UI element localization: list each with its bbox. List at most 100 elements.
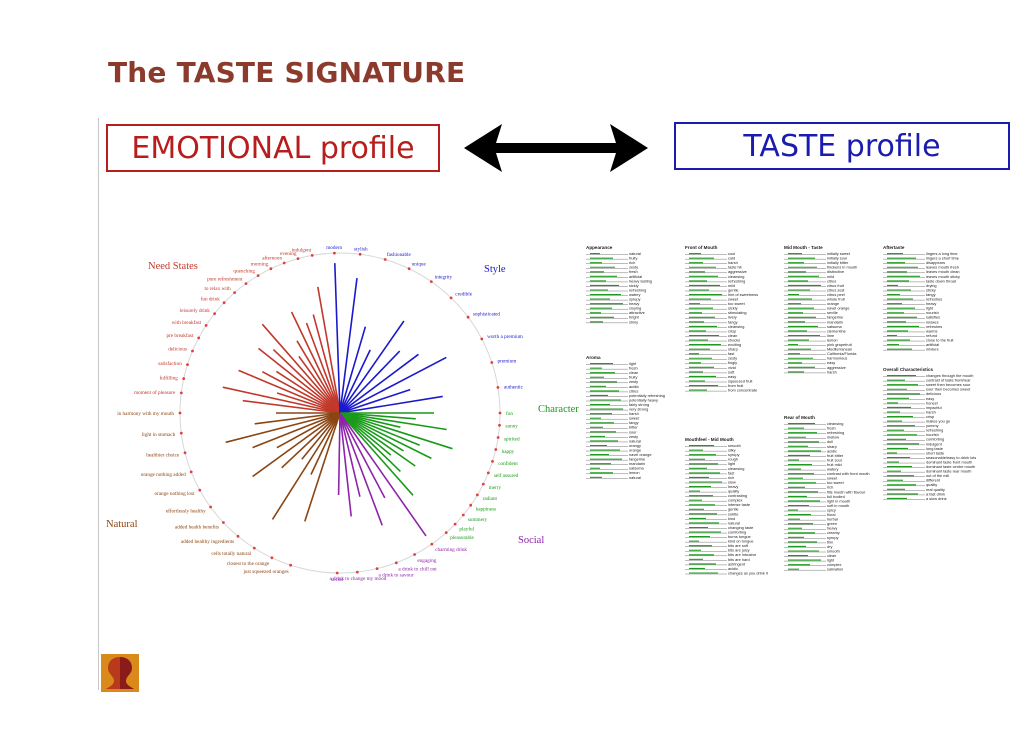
taste-row-label: crisp bbox=[728, 328, 736, 333]
wheel-dot bbox=[466, 315, 470, 319]
wheel-dot bbox=[496, 436, 500, 439]
taste-row-label: refund bbox=[926, 333, 937, 338]
wheel-ray bbox=[339, 353, 419, 414]
wheel-quadrant-label: Need States bbox=[148, 261, 198, 272]
wheel-dot bbox=[222, 301, 226, 305]
taste-row-label: mixture bbox=[926, 347, 939, 352]
wheel-ray bbox=[222, 386, 341, 414]
wheel-ray bbox=[258, 347, 341, 414]
wheel-dot bbox=[491, 460, 494, 463]
wheel-dot bbox=[204, 324, 208, 327]
taste-row-label: contrast with front mouth bbox=[827, 471, 870, 476]
wheel-label: delicious bbox=[168, 347, 187, 353]
wheel-ray bbox=[254, 412, 341, 425]
wheel-ray bbox=[339, 412, 401, 472]
taste-row-label: smooth bbox=[827, 548, 840, 553]
taste-section-header: Rear of Mouth bbox=[784, 415, 815, 420]
taste-row-label: mild bbox=[827, 274, 834, 279]
taste-row-label: fruity bbox=[629, 375, 637, 380]
taste-row-label: contrast of taste front/rear bbox=[926, 378, 971, 383]
wheel-ray bbox=[281, 412, 341, 469]
taste-row-label: a fast drink bbox=[926, 491, 945, 496]
wheel-ray bbox=[304, 412, 341, 522]
taste-row-label: dull bbox=[827, 439, 833, 444]
taste-row-label: satsuma bbox=[827, 324, 843, 329]
wheel-label: added health benefits bbox=[175, 524, 219, 531]
taste-row-label: bright bbox=[629, 315, 640, 320]
taste-row-label: cleansing bbox=[728, 466, 744, 471]
taste-section-header: Mid Mouth - Taste bbox=[784, 245, 823, 250]
wheel-ray bbox=[339, 412, 416, 420]
wheel-label: healthier choice bbox=[146, 452, 180, 458]
taste-row-label: mandarin bbox=[629, 461, 645, 466]
taste-row-label: nourish bbox=[926, 310, 939, 315]
wheel-dot bbox=[296, 257, 300, 260]
taste-row-label: sour bbox=[629, 429, 637, 434]
taste-row-label: floral bbox=[827, 512, 836, 517]
wheel-dot bbox=[222, 521, 225, 524]
taste-row-label: sickly bbox=[629, 283, 639, 288]
wheel-ray bbox=[339, 412, 361, 497]
wheel-ray bbox=[339, 412, 420, 446]
taste-row-label: bits are soft bbox=[728, 543, 749, 548]
taste-row-label: rich bbox=[728, 475, 734, 480]
wheel-ray bbox=[261, 370, 341, 414]
wheel-label: fashionable bbox=[387, 251, 412, 258]
taste-row-label: zesty bbox=[629, 379, 638, 384]
taste-row-label: relaxes bbox=[926, 319, 939, 324]
taste-row-label: sweet bbox=[827, 476, 838, 481]
wheel-dot bbox=[383, 258, 387, 261]
taste-row-label: gentle bbox=[728, 287, 739, 292]
wheel-ray bbox=[339, 412, 427, 537]
taste-row-label: artificial bbox=[629, 274, 642, 279]
wheel-ray bbox=[339, 320, 405, 414]
wheel-dot bbox=[461, 513, 465, 517]
wheel-dot bbox=[481, 482, 485, 486]
taste-row-label: pink grapefruit bbox=[827, 342, 853, 347]
taste-row-label: from concentrate bbox=[728, 388, 757, 393]
wheel-ray bbox=[339, 356, 447, 414]
wheel-label: happy bbox=[502, 449, 515, 455]
taste-row-label: crisp bbox=[926, 414, 934, 419]
taste-row-label: hint of sweetness bbox=[728, 292, 758, 297]
wheel-dot bbox=[213, 312, 216, 315]
wheel-dot bbox=[449, 296, 453, 300]
wheel-label: light in stomach bbox=[142, 432, 176, 438]
taste-row-label: full bodied bbox=[827, 494, 845, 499]
taste-row-label: out of the mill bbox=[926, 473, 949, 478]
wheel-label: moment of pleasure bbox=[134, 389, 176, 396]
wheel-label: with breakfast bbox=[172, 319, 202, 326]
taste-row-label: harsh bbox=[629, 411, 639, 416]
taste-row-label: heavy bbox=[827, 526, 837, 531]
wheel-label: a drink to savour bbox=[379, 573, 414, 579]
taste-row-label: navel orange bbox=[629, 452, 652, 457]
wheel-label: summery bbox=[468, 517, 488, 523]
taste-row-label: aggressive bbox=[728, 269, 747, 274]
taste-row-label: refreshing bbox=[728, 278, 745, 283]
taste-row-label: light bbox=[728, 461, 736, 466]
wheel-quadrant-label: Natural bbox=[106, 519, 138, 530]
wheel-dot bbox=[469, 503, 473, 507]
wheel-dot bbox=[282, 261, 286, 265]
taste-row-label: citrus bbox=[629, 388, 638, 393]
taste-row-label: citrus bbox=[827, 278, 836, 283]
taste-row-label: initially sweet bbox=[827, 251, 851, 256]
wheel-dot bbox=[270, 556, 274, 560]
taste-row-label: green bbox=[827, 521, 837, 526]
wheel-label: sophisticated bbox=[473, 312, 500, 318]
taste-row-label: quality bbox=[728, 489, 739, 494]
taste-row-label: bits are intrusive bbox=[728, 552, 756, 557]
taste-row-label: shocks bbox=[728, 337, 740, 342]
logo-icon bbox=[101, 654, 139, 692]
wheel-dot bbox=[498, 423, 501, 427]
taste-row-label: delicious bbox=[926, 391, 941, 396]
taste-row-label: clean bbox=[629, 370, 638, 375]
taste-row-label: soft in mouth bbox=[827, 503, 849, 508]
taste-row-label: refreshing bbox=[926, 428, 943, 433]
wheel-dot bbox=[269, 267, 273, 271]
taste-row-label: silky bbox=[728, 448, 736, 453]
taste-row-label: complex bbox=[728, 498, 743, 503]
taste-row-label: intense taste bbox=[728, 502, 750, 507]
wheel-label: charming drink bbox=[435, 547, 467, 553]
taste-row-label: rough bbox=[728, 457, 738, 462]
